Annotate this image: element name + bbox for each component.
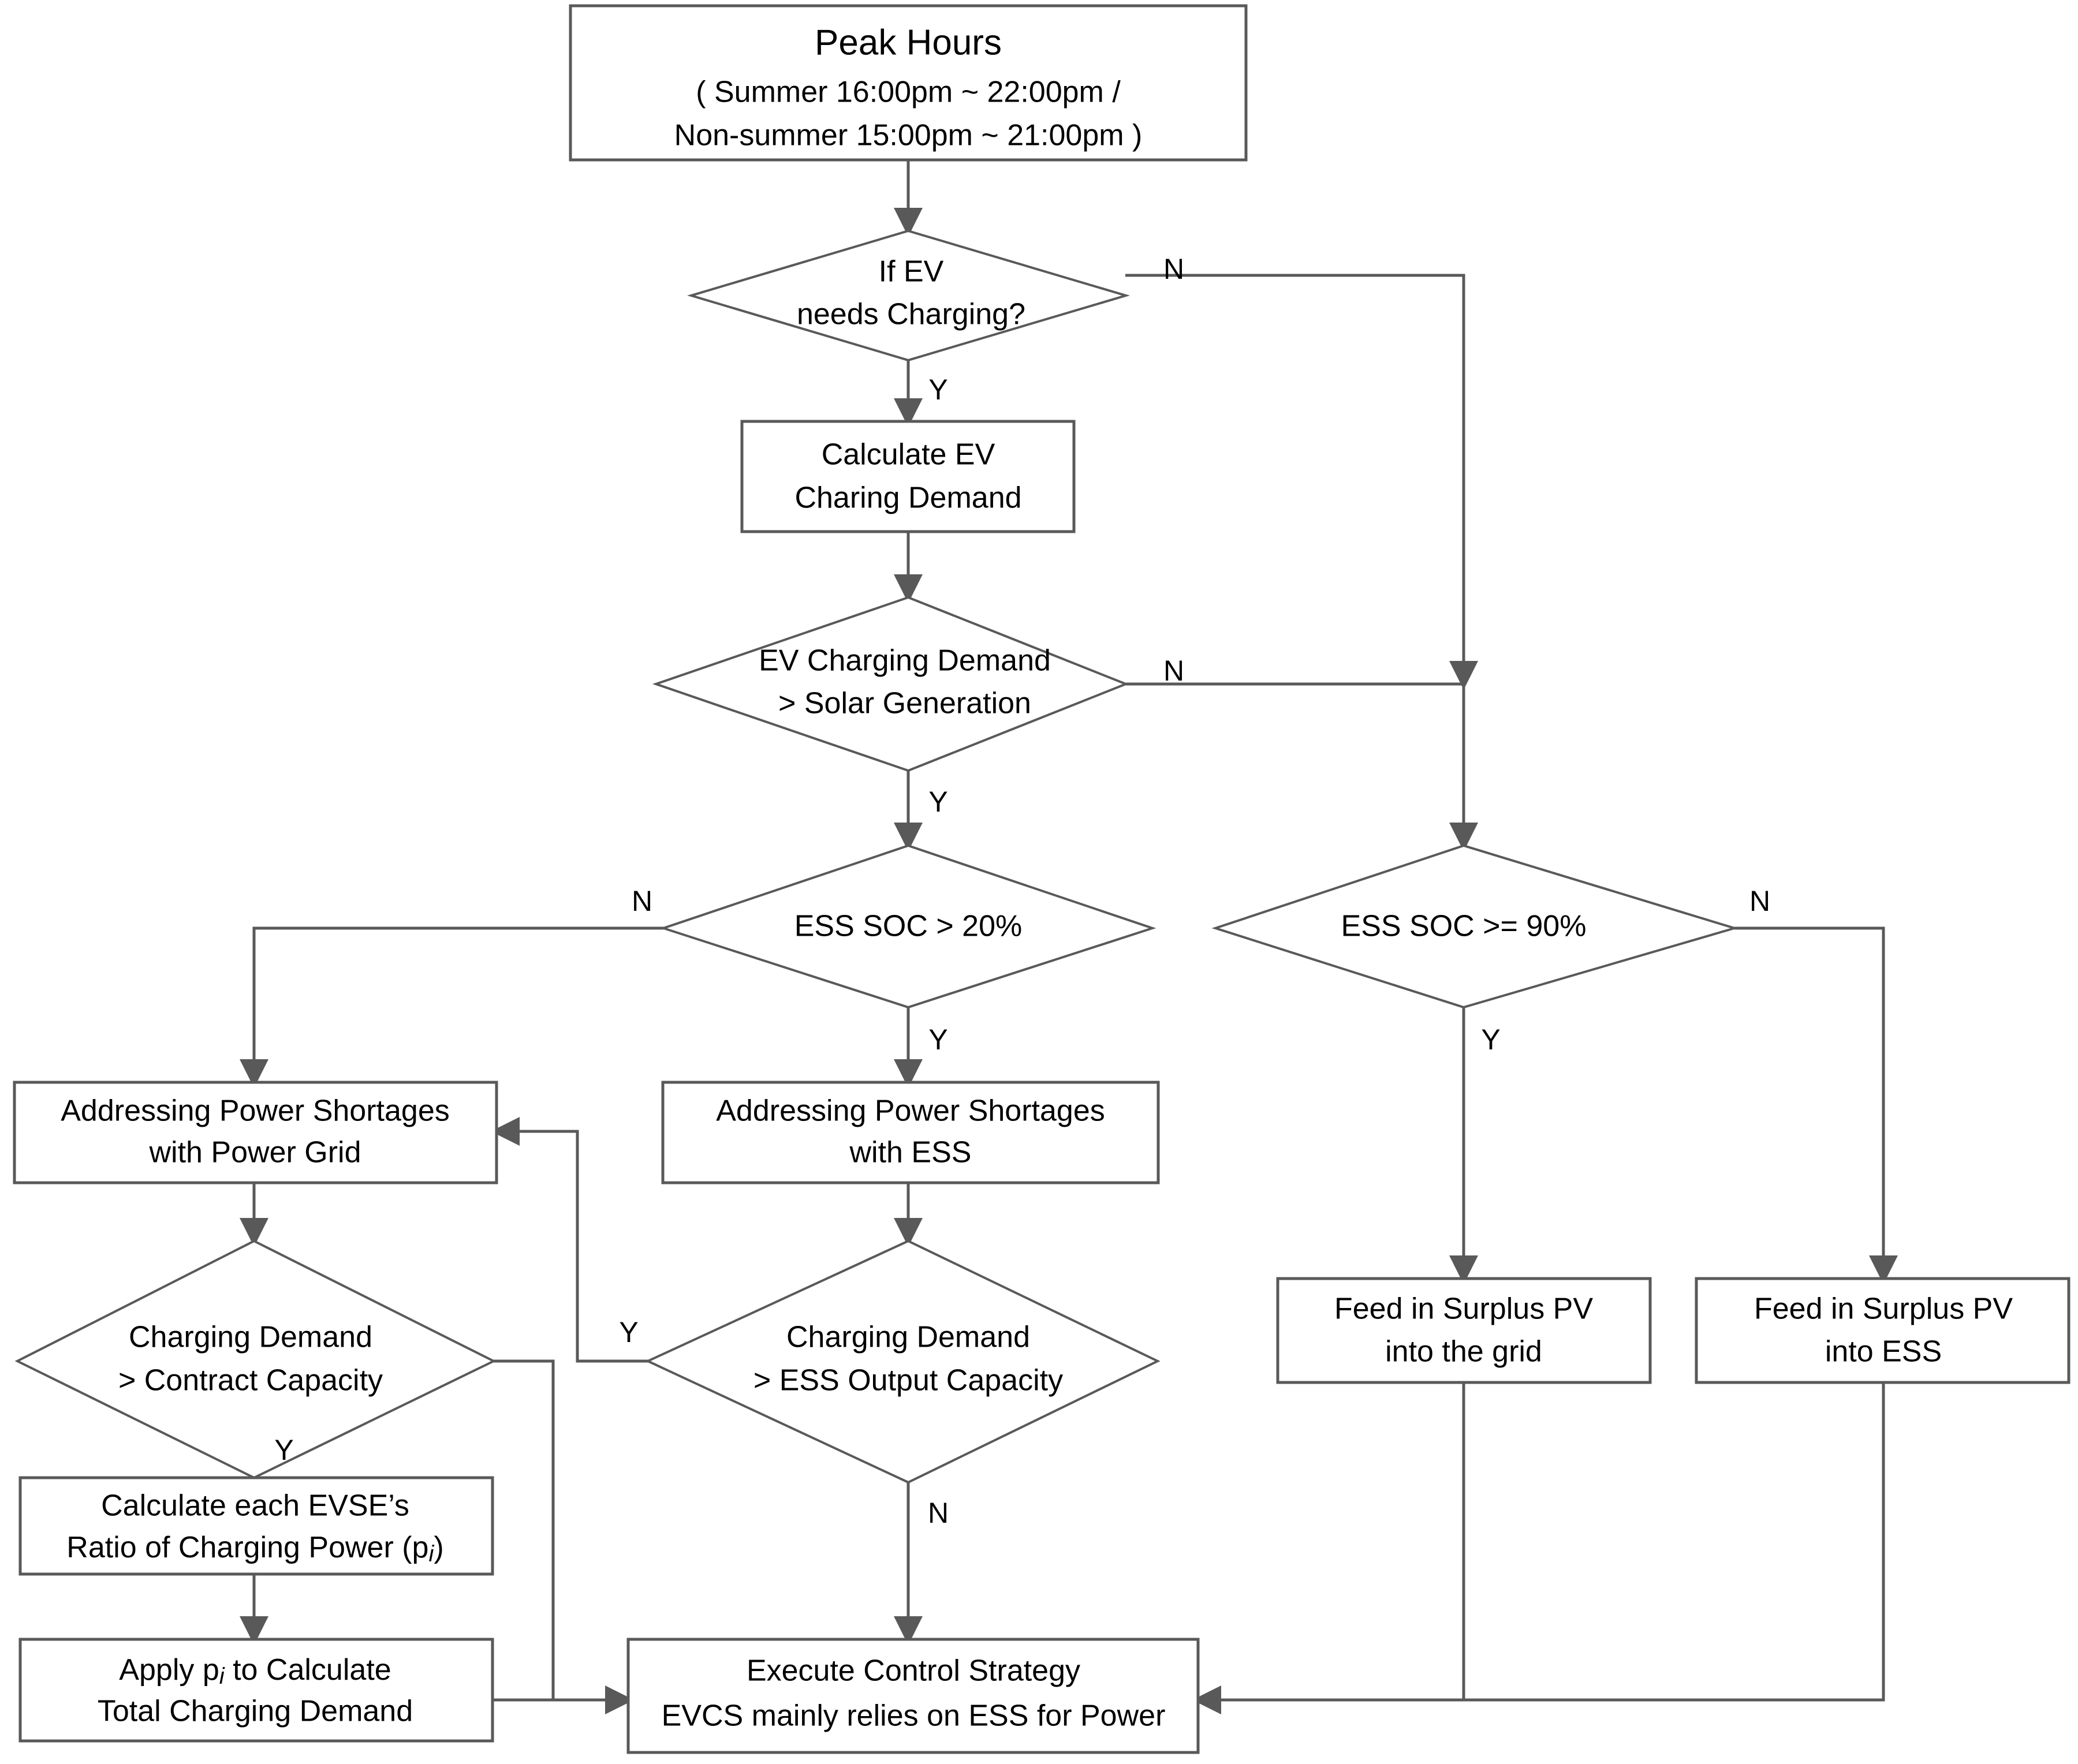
node-calculate-ratio[interactable]: Calculate each EVSE’s Ratio of Charging … xyxy=(18,1476,494,1576)
node-solar-line1: EV Charging Demand xyxy=(759,644,1051,678)
node-apply-line1: Apply pi to Calculate xyxy=(119,1653,391,1689)
branch-label-solar-no: N xyxy=(1163,655,1184,687)
branch-label-soc90-yes: Y xyxy=(1481,1023,1500,1056)
node-ratio-line2: Ratio of Charging Power (pi) xyxy=(66,1531,443,1567)
node-feedess-line1: Feed in Surplus PV xyxy=(1754,1292,2013,1326)
node-grid-line1: Addressing Power Shortages xyxy=(61,1094,450,1128)
node-if-ev-needs-charging[interactable]: If EV needs Charging? xyxy=(687,229,1131,362)
node-if-ev-line2: needs Charging? xyxy=(797,298,1025,331)
node-demand-vs-solar[interactable]: EV Charging Demand > Solar Generation xyxy=(652,596,1129,772)
node-demand-vs-contract[interactable]: Charging Demand > Contract Capacity xyxy=(14,1239,497,1479)
node-execute-line2: EVCS mainly relies on ESS for Power xyxy=(662,1699,1166,1733)
connector-contract-no xyxy=(494,1359,555,1700)
connector-soc90-no xyxy=(1734,926,1898,1284)
branch-label-ev-charging-no: N xyxy=(1163,253,1184,285)
node-ratio-line2-pre: Ratio of Charging Power (p xyxy=(66,1531,428,1564)
node-apply-line1-post: to Calculate xyxy=(225,1653,391,1687)
branch-label-solar-yes: Y xyxy=(928,786,947,818)
node-apply-line2: Total Charging Demand xyxy=(98,1695,413,1728)
connector-soc20-no xyxy=(240,926,663,1088)
node-calculate-ev-charging-demand[interactable]: Calculate EV Charing Demand xyxy=(740,420,1076,533)
branch-label-soc90-no: N xyxy=(1749,885,1770,917)
node-feedess-line2: into ESS xyxy=(1825,1335,1942,1369)
connector-feedess-to-execute xyxy=(1464,1382,1885,1702)
node-ratio-line2-post: ) xyxy=(434,1531,443,1564)
branch-label-soc20-no: N xyxy=(632,885,652,917)
node-soc20-line1: ESS SOC > 20% xyxy=(794,910,1023,943)
node-peak-hours-line1: Peak Hours xyxy=(815,23,1002,62)
node-feed-pv-ess[interactable]: Feed in Surplus PV into ESS xyxy=(1695,1277,2070,1384)
node-if-ev-line1: If EV xyxy=(879,255,944,289)
connector-ifev-no xyxy=(1125,274,1478,690)
branch-label-soc20-yes: Y xyxy=(928,1023,947,1056)
node-feedgrid-line2: into the grid xyxy=(1385,1335,1542,1369)
node-soc90-line1: ESS SOC >= 90% xyxy=(1341,910,1587,943)
branch-label-ess-output-yes: Y xyxy=(619,1316,638,1348)
node-apply-line1-pre: Apply p xyxy=(119,1653,219,1687)
node-apply-line1-sub: i xyxy=(219,1664,225,1689)
node-essoutput-line2: > ESS Output Capacity xyxy=(753,1364,1063,1397)
branch-label-ev-charging-yes: Y xyxy=(928,373,947,406)
node-ess-line2: with ESS xyxy=(849,1136,972,1169)
node-ratio-line2-sub: i xyxy=(428,1541,434,1567)
node-demand-vs-ess-output[interactable]: Charging Demand > ESS Output Capacity xyxy=(645,1239,1161,1484)
node-calc-ev-line1: Calculate EV xyxy=(822,438,995,472)
node-ratio-line1: Calculate each EVSE’s xyxy=(101,1489,409,1523)
node-peak-hours[interactable]: Peak Hours ( Summer 16:00pm ~ 22:00pm / … xyxy=(569,4,1248,162)
connector-essoutput-yes xyxy=(491,1117,648,1363)
connector-feedgrid-to-execute xyxy=(1192,1382,1465,1714)
node-peak-hours-line3: Non-summer 15:00pm ~ 21:00pm ) xyxy=(674,119,1143,152)
node-shortage-with-grid[interactable]: Addressing Power Shortages with Power Gr… xyxy=(13,1081,498,1184)
node-essoutput-line1: Charging Demand xyxy=(786,1321,1030,1354)
node-peak-hours-line2: ( Summer 16:00pm ~ 22:00pm / xyxy=(696,76,1121,109)
branch-label-contract-yes: Y xyxy=(274,1434,293,1466)
node-ess-soc-gt-20[interactable]: ESS SOC > 20% xyxy=(659,844,1156,1009)
node-grid-line2: with Power Grid xyxy=(149,1136,361,1169)
node-contract-line2: > Contract Capacity xyxy=(118,1364,383,1397)
node-solar-line2: > Solar Generation xyxy=(778,687,1031,720)
node-contract-line1: Charging Demand xyxy=(129,1321,372,1354)
node-feedgrid-line1: Feed in Surplus PV xyxy=(1334,1292,1593,1326)
node-calc-ev-line2: Charing Demand xyxy=(794,481,1021,515)
node-feed-pv-grid[interactable]: Feed in Surplus PV into the grid xyxy=(1276,1277,1652,1384)
node-ess-soc-gte-90[interactable]: ESS SOC >= 90% xyxy=(1211,844,1738,1009)
node-execute-line1: Execute Control Strategy xyxy=(747,1654,1080,1688)
node-shortage-with-ess[interactable]: Addressing Power Shortages with ESS xyxy=(661,1081,1160,1184)
node-apply-ratio[interactable]: Apply pi to Calculate Total Charging Dem… xyxy=(18,1638,494,1743)
node-ess-line1: Addressing Power Shortages xyxy=(716,1094,1105,1128)
node-execute-control-strategy[interactable]: Execute Control Strategy EVCS mainly rel… xyxy=(626,1638,1200,1754)
branch-label-ess-output-no: N xyxy=(928,1497,949,1529)
